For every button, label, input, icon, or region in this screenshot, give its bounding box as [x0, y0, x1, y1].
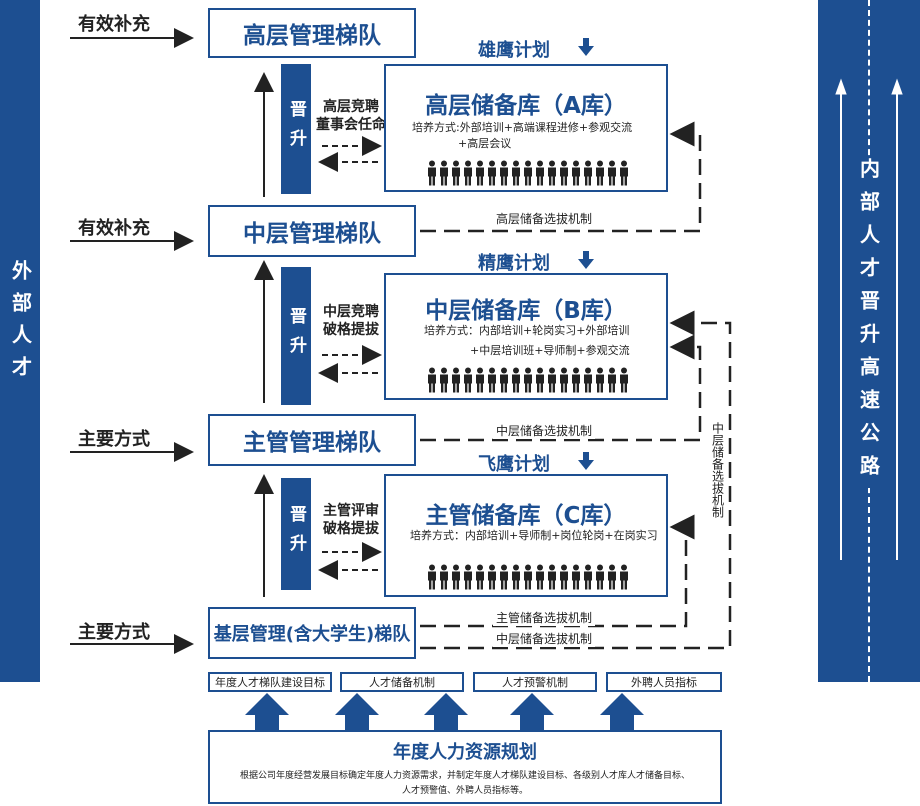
- person-icon: [510, 564, 522, 590]
- promo-text-c: 主管评审 破格提拔: [323, 503, 379, 537]
- bottom-box-goal: 年度人才梯队建设目标: [208, 672, 332, 692]
- library-a-training: 培养方式:外部培训+高端课程进修+参观交流 +高层会议: [412, 121, 633, 150]
- library-c-people: [426, 564, 630, 590]
- person-icon: [606, 564, 618, 590]
- bottom-box-hire: 外聘人员指标: [606, 672, 722, 692]
- person-icon: [450, 367, 462, 393]
- person-icon: [474, 564, 486, 590]
- library-c: 主管储备库（C库） 培养方式：内部培训+导师制+岗位轮岗+在岗实习: [384, 474, 668, 597]
- hr-plan-box: 年度人力资源规划 根据公司年度经营发展目标确定年度人力资源需求，并制定年度人才梯…: [208, 730, 722, 804]
- person-icon: [426, 564, 438, 590]
- promotion-bar-a: 晋升: [281, 64, 311, 194]
- side-label-supervisor: 主要方式: [78, 429, 150, 450]
- plan-b: 精鹰计划: [478, 253, 550, 274]
- plan-a: 雄鹰计划: [478, 40, 550, 61]
- person-icon: [570, 564, 582, 590]
- side-label-base: 主要方式: [78, 622, 150, 643]
- person-icon: [546, 367, 558, 393]
- promo-text-a: 高层竞聘 董事会任命: [316, 99, 386, 133]
- person-icon: [486, 367, 498, 393]
- person-icon: [462, 160, 474, 186]
- plan-c: 飞鹰计划: [478, 454, 550, 475]
- library-b-people: [426, 367, 630, 393]
- person-icon: [450, 160, 462, 186]
- library-a-title: 高层储备库（A库）: [425, 93, 627, 119]
- person-icon: [426, 160, 438, 186]
- person-icon: [570, 160, 582, 186]
- person-icon: [450, 564, 462, 590]
- person-icon: [534, 160, 546, 186]
- mechanism-vertical: 中层储备选拔机制: [708, 420, 726, 524]
- person-icon: [498, 367, 510, 393]
- tier-supervisor: 主管管理梯队: [208, 414, 416, 466]
- external-talent-strip: 外部人才: [0, 0, 40, 682]
- person-icon: [438, 367, 450, 393]
- person-icon: [618, 160, 630, 186]
- mechanism-middle-upper: 中层储备选拔机制: [493, 422, 596, 439]
- person-icon: [594, 367, 606, 393]
- side-label-senior: 有效补充: [78, 14, 150, 35]
- library-b-training: 培养方式：内部培训+轮岗实习+外部培训 +中层培训班+导师制+参观交流: [424, 324, 630, 357]
- person-icon: [594, 160, 606, 186]
- library-b-title: 中层储备库（B库）: [425, 298, 627, 324]
- person-icon: [474, 160, 486, 186]
- library-b: 中层储备库（B库） 培养方式：内部培训+轮岗实习+外部培训 +中层培训班+导师制…: [384, 273, 668, 400]
- internal-highway-label: 内部人才晋升高速公路: [854, 158, 884, 488]
- person-icon: [522, 564, 534, 590]
- highway-arrows: [835, 78, 903, 560]
- person-icon: [582, 367, 594, 393]
- person-icon: [474, 367, 486, 393]
- tier-middle: 中层管理梯队: [208, 205, 416, 257]
- person-icon: [606, 367, 618, 393]
- person-icon: [582, 564, 594, 590]
- external-talent-label: 外部人才: [8, 260, 33, 388]
- tier-base: 基层管理(含大学生)梯队: [208, 607, 416, 659]
- promotion-bar-b: 晋升: [281, 267, 311, 405]
- person-icon: [618, 564, 630, 590]
- person-icon: [510, 367, 522, 393]
- library-a-people: [426, 160, 630, 186]
- person-icon: [606, 160, 618, 186]
- person-icon: [534, 367, 546, 393]
- library-c-training: 培养方式：内部培训+导师制+岗位轮岗+在岗实习: [410, 529, 658, 542]
- person-icon: [498, 564, 510, 590]
- library-c-title: 主管储备库（C库）: [425, 503, 627, 529]
- person-icon: [582, 160, 594, 186]
- tier-senior: 高层管理梯队: [208, 8, 416, 58]
- mechanism-middle-lower: 中层储备选拔机制: [493, 630, 596, 647]
- person-icon: [594, 564, 606, 590]
- bottom-box-warning: 人才预警机制: [473, 672, 597, 692]
- person-icon: [426, 367, 438, 393]
- promotion-bar-c: 晋升: [281, 478, 311, 590]
- person-icon: [462, 564, 474, 590]
- person-icon: [438, 564, 450, 590]
- mechanism-senior: 高层储备选拔机制: [493, 210, 596, 227]
- person-icon: [462, 367, 474, 393]
- promo-text-b: 中层竞聘 破格提拔: [323, 304, 379, 338]
- person-icon: [522, 367, 534, 393]
- person-icon: [558, 367, 570, 393]
- person-icon: [558, 160, 570, 186]
- person-icon: [486, 160, 498, 186]
- person-icon: [522, 160, 534, 186]
- person-icon: [498, 160, 510, 186]
- hr-plan-title: 年度人力资源规划: [393, 742, 537, 763]
- person-icon: [546, 564, 558, 590]
- person-icon: [558, 564, 570, 590]
- bottom-box-reserve: 人才储备机制: [340, 672, 464, 692]
- hr-plan-desc: 根据公司年度经营发展目标确定年度人力资源需求，并制定年度人才梯队建设目标、各级别…: [239, 771, 690, 796]
- person-icon: [486, 564, 498, 590]
- person-icon: [534, 564, 546, 590]
- side-label-middle: 有效补充: [78, 218, 150, 239]
- internal-highway-strip: 内部人才晋升高速公路: [818, 0, 920, 682]
- person-icon: [570, 367, 582, 393]
- person-icon: [546, 160, 558, 186]
- person-icon: [438, 160, 450, 186]
- library-a: 高层储备库（A库） 培养方式:外部培训+高端课程进修+参观交流 +高层会议: [384, 64, 668, 192]
- person-icon: [618, 367, 630, 393]
- mechanism-supervisor: 主管储备选拔机制: [493, 609, 596, 626]
- person-icon: [510, 160, 522, 186]
